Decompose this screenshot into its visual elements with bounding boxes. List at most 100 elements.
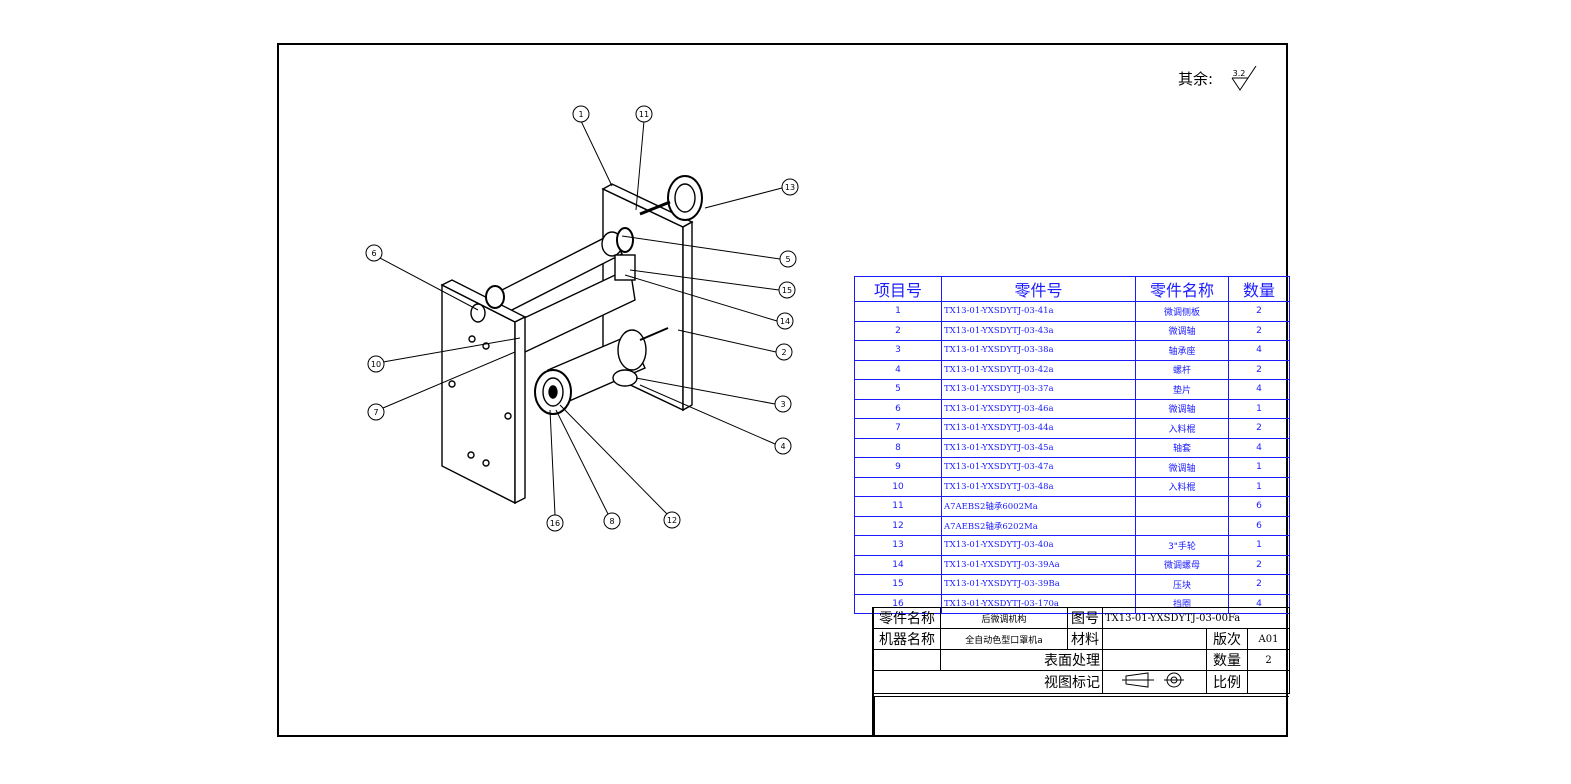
bom-part-no: TX13-01-YXSDYTJ-03-41a <box>941 301 1136 322</box>
balloon-6 <box>365 244 383 262</box>
bom-header-item-no: 项目号 <box>854 276 942 302</box>
balloon-3 <box>774 395 792 413</box>
bom-qty: 1 <box>1228 398 1290 419</box>
bom-header-part-no: 零件号 <box>941 276 1136 302</box>
balloon-number: 11 <box>639 110 649 119</box>
balloon-number: 16 <box>550 519 560 528</box>
balloon-2 <box>775 343 793 361</box>
bom-qty: 2 <box>1228 359 1290 380</box>
bom-part-no: TX13-01-YXSDYTJ-03-48a <box>941 476 1136 497</box>
balloon-5 <box>779 250 797 268</box>
balloon-number: 12 <box>667 516 677 525</box>
bom-qty: 2 <box>1228 301 1290 322</box>
bom-part-name: 微调轴 <box>1135 398 1229 419</box>
balloon-13 <box>781 178 799 196</box>
bom-item-no: 11 <box>854 496 942 517</box>
bom-qty: 4 <box>1228 379 1290 400</box>
bom-part-no: TX13-01-YXSDYTJ-03-39Ba <box>941 574 1136 595</box>
bom-part-no: TX13-01-YXSDYTJ-03-37a <box>941 379 1136 400</box>
balloon-number: 3 <box>780 400 785 409</box>
balloon-15 <box>778 281 796 299</box>
bom-part-name <box>1135 496 1229 517</box>
bom-part-name: 垫片 <box>1135 379 1229 400</box>
balloon-number: 2 <box>781 348 786 357</box>
part-name-label: 零件名称 <box>873 607 941 629</box>
bom-part-name <box>1135 515 1229 536</box>
bom-item-no: 9 <box>854 457 942 478</box>
bom-item-no: 4 <box>854 359 942 380</box>
projection-symbol-icon <box>1102 670 1207 694</box>
bom-part-name: 微调轴 <box>1135 457 1229 478</box>
bom-item-no: 3 <box>854 340 942 361</box>
bom-part-name: 螺杆 <box>1135 359 1229 380</box>
bom-part-name: 微调螺母 <box>1135 554 1229 575</box>
bom-qty: 1 <box>1228 457 1290 478</box>
bom-header-part-name: 零件名称 <box>1135 276 1229 302</box>
bom-qty: 2 <box>1228 320 1290 341</box>
roughness-value: 3.2 <box>1233 69 1246 78</box>
bom-item-no: 15 <box>854 574 942 595</box>
bom-item-no: 12 <box>854 515 942 536</box>
version: A01 <box>1247 628 1290 650</box>
quantity-label: 数量 <box>1206 649 1248 671</box>
bom-qty: 2 <box>1228 418 1290 439</box>
quantity: 2 <box>1247 649 1290 671</box>
bom-part-name: 入料棍 <box>1135 418 1229 439</box>
balloon-number: 5 <box>785 255 790 264</box>
bom-part-name: 轴承座 <box>1135 340 1229 361</box>
material-label: 材料 <box>1067 628 1103 650</box>
bom-part-no: A7AEBS2轴承6002Ma <box>941 496 1136 517</box>
bom-qty: 1 <box>1228 476 1290 497</box>
bom-part-no: TX13-01-YXSDYTJ-03-45a <box>941 437 1136 458</box>
balloon-number: 6 <box>371 249 376 258</box>
machine-name: 全自动色型口罩机a <box>940 628 1068 650</box>
bom-item-no: 2 <box>854 320 942 341</box>
balloon-11 <box>635 105 653 123</box>
bom-part-no: TX13-01-YXSDYTJ-03-44a <box>941 418 1136 439</box>
bom-item-no: 1 <box>854 301 942 322</box>
roughness-symbol-icon: 3.2 <box>1231 66 1257 91</box>
balloon-7 <box>367 403 385 421</box>
balloon-10 <box>367 355 385 373</box>
title-block: 零件名称 后微调机构 图号 TX13-01-YXSDYTJ-03-00Fa 机器… <box>873 607 1290 694</box>
bom-part-no: TX13-01-YXSDYTJ-03-46a <box>941 398 1136 419</box>
bom-item-no: 13 <box>854 535 942 556</box>
balloon-1 <box>572 105 590 123</box>
bom-part-name: 轴套 <box>1135 437 1229 458</box>
bom-header-qty: 数量 <box>1228 276 1290 302</box>
balloon-number: 4 <box>780 442 785 451</box>
drawing-no: TX13-01-YXSDYTJ-03-00Fa <box>1102 607 1290 629</box>
bom-part-name: 微调轴 <box>1135 320 1229 341</box>
bom-part-name: 入料棍 <box>1135 476 1229 497</box>
bom-part-name: 压块 <box>1135 574 1229 595</box>
surface-label: 表面处理 <box>940 649 1103 671</box>
balloon-8 <box>603 512 621 530</box>
balloon-number: 13 <box>785 183 795 192</box>
balloon-14 <box>776 312 794 330</box>
bom-qty: 4 <box>1228 340 1290 361</box>
scale-label: 比例 <box>1206 670 1248 694</box>
bom-item-no: 8 <box>854 437 942 458</box>
balloon-12 <box>663 511 681 529</box>
part-name: 后微调机构 <box>940 607 1068 629</box>
bom-qty: 1 <box>1228 535 1290 556</box>
balloon-number: 15 <box>782 286 792 295</box>
bom-item-no: 6 <box>854 398 942 419</box>
title-block-empty-area <box>873 696 1289 737</box>
bom-part-name: 微调侧板 <box>1135 301 1229 322</box>
bom-item-no: 7 <box>854 418 942 439</box>
